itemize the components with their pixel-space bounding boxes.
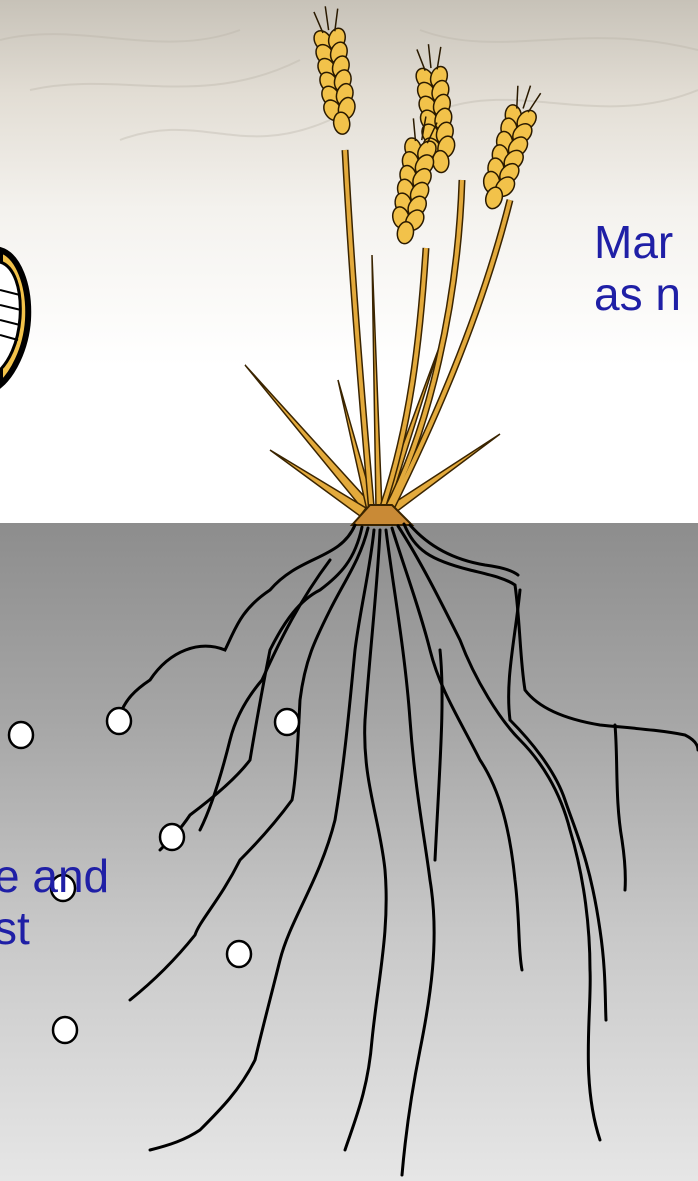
caption-bottom: e and st	[0, 850, 109, 954]
wheat-leaves	[245, 255, 500, 518]
seed-icon	[160, 824, 184, 850]
partial-cutoff-illustration	[0, 250, 28, 385]
seed-icon	[275, 709, 299, 735]
seed-icon	[53, 1017, 77, 1043]
caption-bottom-line2: st	[0, 902, 109, 954]
seed-icon	[107, 708, 131, 734]
wheat-stems	[345, 150, 510, 515]
caption-top: Mar as n	[594, 216, 681, 320]
caption-top-line2: as n	[594, 268, 681, 320]
seed-icon	[9, 722, 33, 748]
wheat-ear-4	[473, 80, 549, 214]
root-system	[120, 524, 698, 1175]
caption-bottom-line1: e and	[0, 850, 109, 902]
caption-top-line1: Mar	[594, 216, 681, 268]
wheat-ear-1	[307, 4, 362, 137]
seed-icon	[227, 941, 251, 967]
